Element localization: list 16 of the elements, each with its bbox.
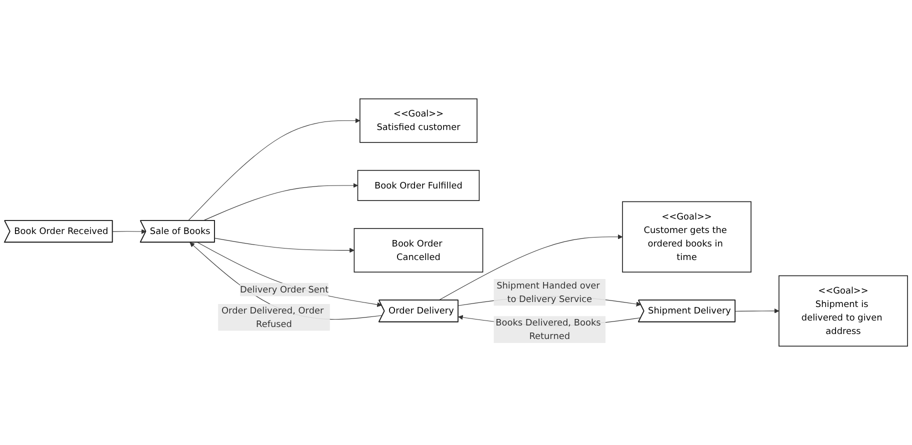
node-box: <<Goal>> Satisfied customer [360,98,478,143]
node-box: Book Order Fulfilled [357,170,480,201]
node-box: <<Goal>> Shipment is delivered to given address [778,275,908,347]
edge-label: Books Delivered, Books Returned [496,317,601,342]
arrow [438,234,623,301]
arrow [190,242,383,320]
edge-label: Delivery Order Sent [240,284,329,295]
arrow [112,229,146,234]
arrow [188,118,360,221]
arrow [214,238,354,253]
edge-label: Shipment Handed over to Delivery Service [496,280,600,304]
node-box: Book Order Cancelled [354,228,484,273]
arrow [197,242,382,308]
arrow [735,308,780,314]
node-box: <<Goal>> Customer gets the ordered books in time [622,201,752,273]
edge-label: Order Delivered, Order Refused [222,305,324,330]
